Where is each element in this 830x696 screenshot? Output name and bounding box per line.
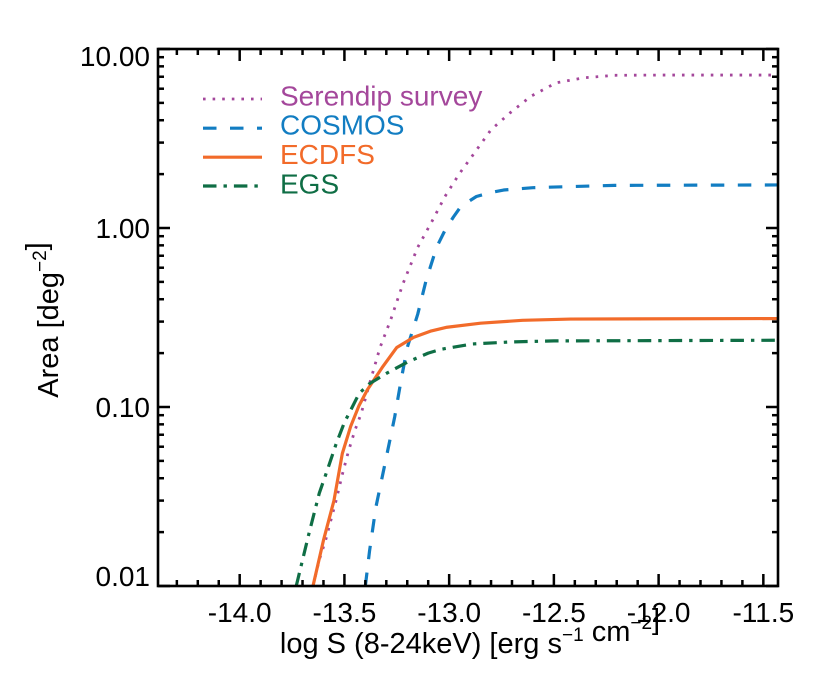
x-tick-label: -13.0 (417, 597, 481, 628)
legend-label-ecdfs: ECDFS (280, 139, 375, 170)
plot-frame (156, 47, 780, 588)
y-tick-label: 0.10 (96, 392, 151, 423)
y-tick-label: 0.01 (96, 561, 151, 592)
x-axis-title: log S (8-24keV) [erg s−1 cm−2] (280, 604, 660, 660)
series-line-cosmos (363, 183, 778, 586)
x-tick-label: -11.5 (732, 597, 794, 628)
y-axis-title: Area [deg−2] (21, 242, 65, 398)
legend: Serendip survey COSMOS ECDFS EGS (203, 81, 482, 199)
legend-label-serendip-survey: Serendip survey (280, 81, 482, 112)
y-tick-label: 10.00 (80, 41, 150, 72)
x-tick-label: -13.5 (313, 597, 377, 628)
y-tick-labels: 0.01 0.10 1.00 10.00 (80, 41, 150, 592)
legend-label-cosmos: COSMOS (280, 110, 404, 141)
series-line-egs (294, 338, 778, 586)
series-line-serendip-survey (311, 73, 778, 586)
legend-entry-ecdfs: ECDFS (203, 139, 375, 170)
y-tick-label: 1.00 (96, 213, 151, 244)
series-line-ecdfs (311, 316, 778, 586)
x-tick-label: -12.0 (627, 597, 691, 628)
series-lines (294, 73, 778, 586)
legend-entry-serendip-survey: Serendip survey (203, 81, 482, 112)
x-tick-labels: -14.0 -13.5 -13.0 -12.5 -12.0 -11.5 (208, 597, 794, 628)
legend-label-egs: EGS (280, 168, 339, 199)
x-tick-label: -12.5 (522, 597, 586, 628)
legend-entry-cosmos: COSMOS (203, 110, 404, 141)
x-tick-label: -14.0 (208, 597, 272, 628)
legend-entry-egs: EGS (203, 168, 339, 199)
